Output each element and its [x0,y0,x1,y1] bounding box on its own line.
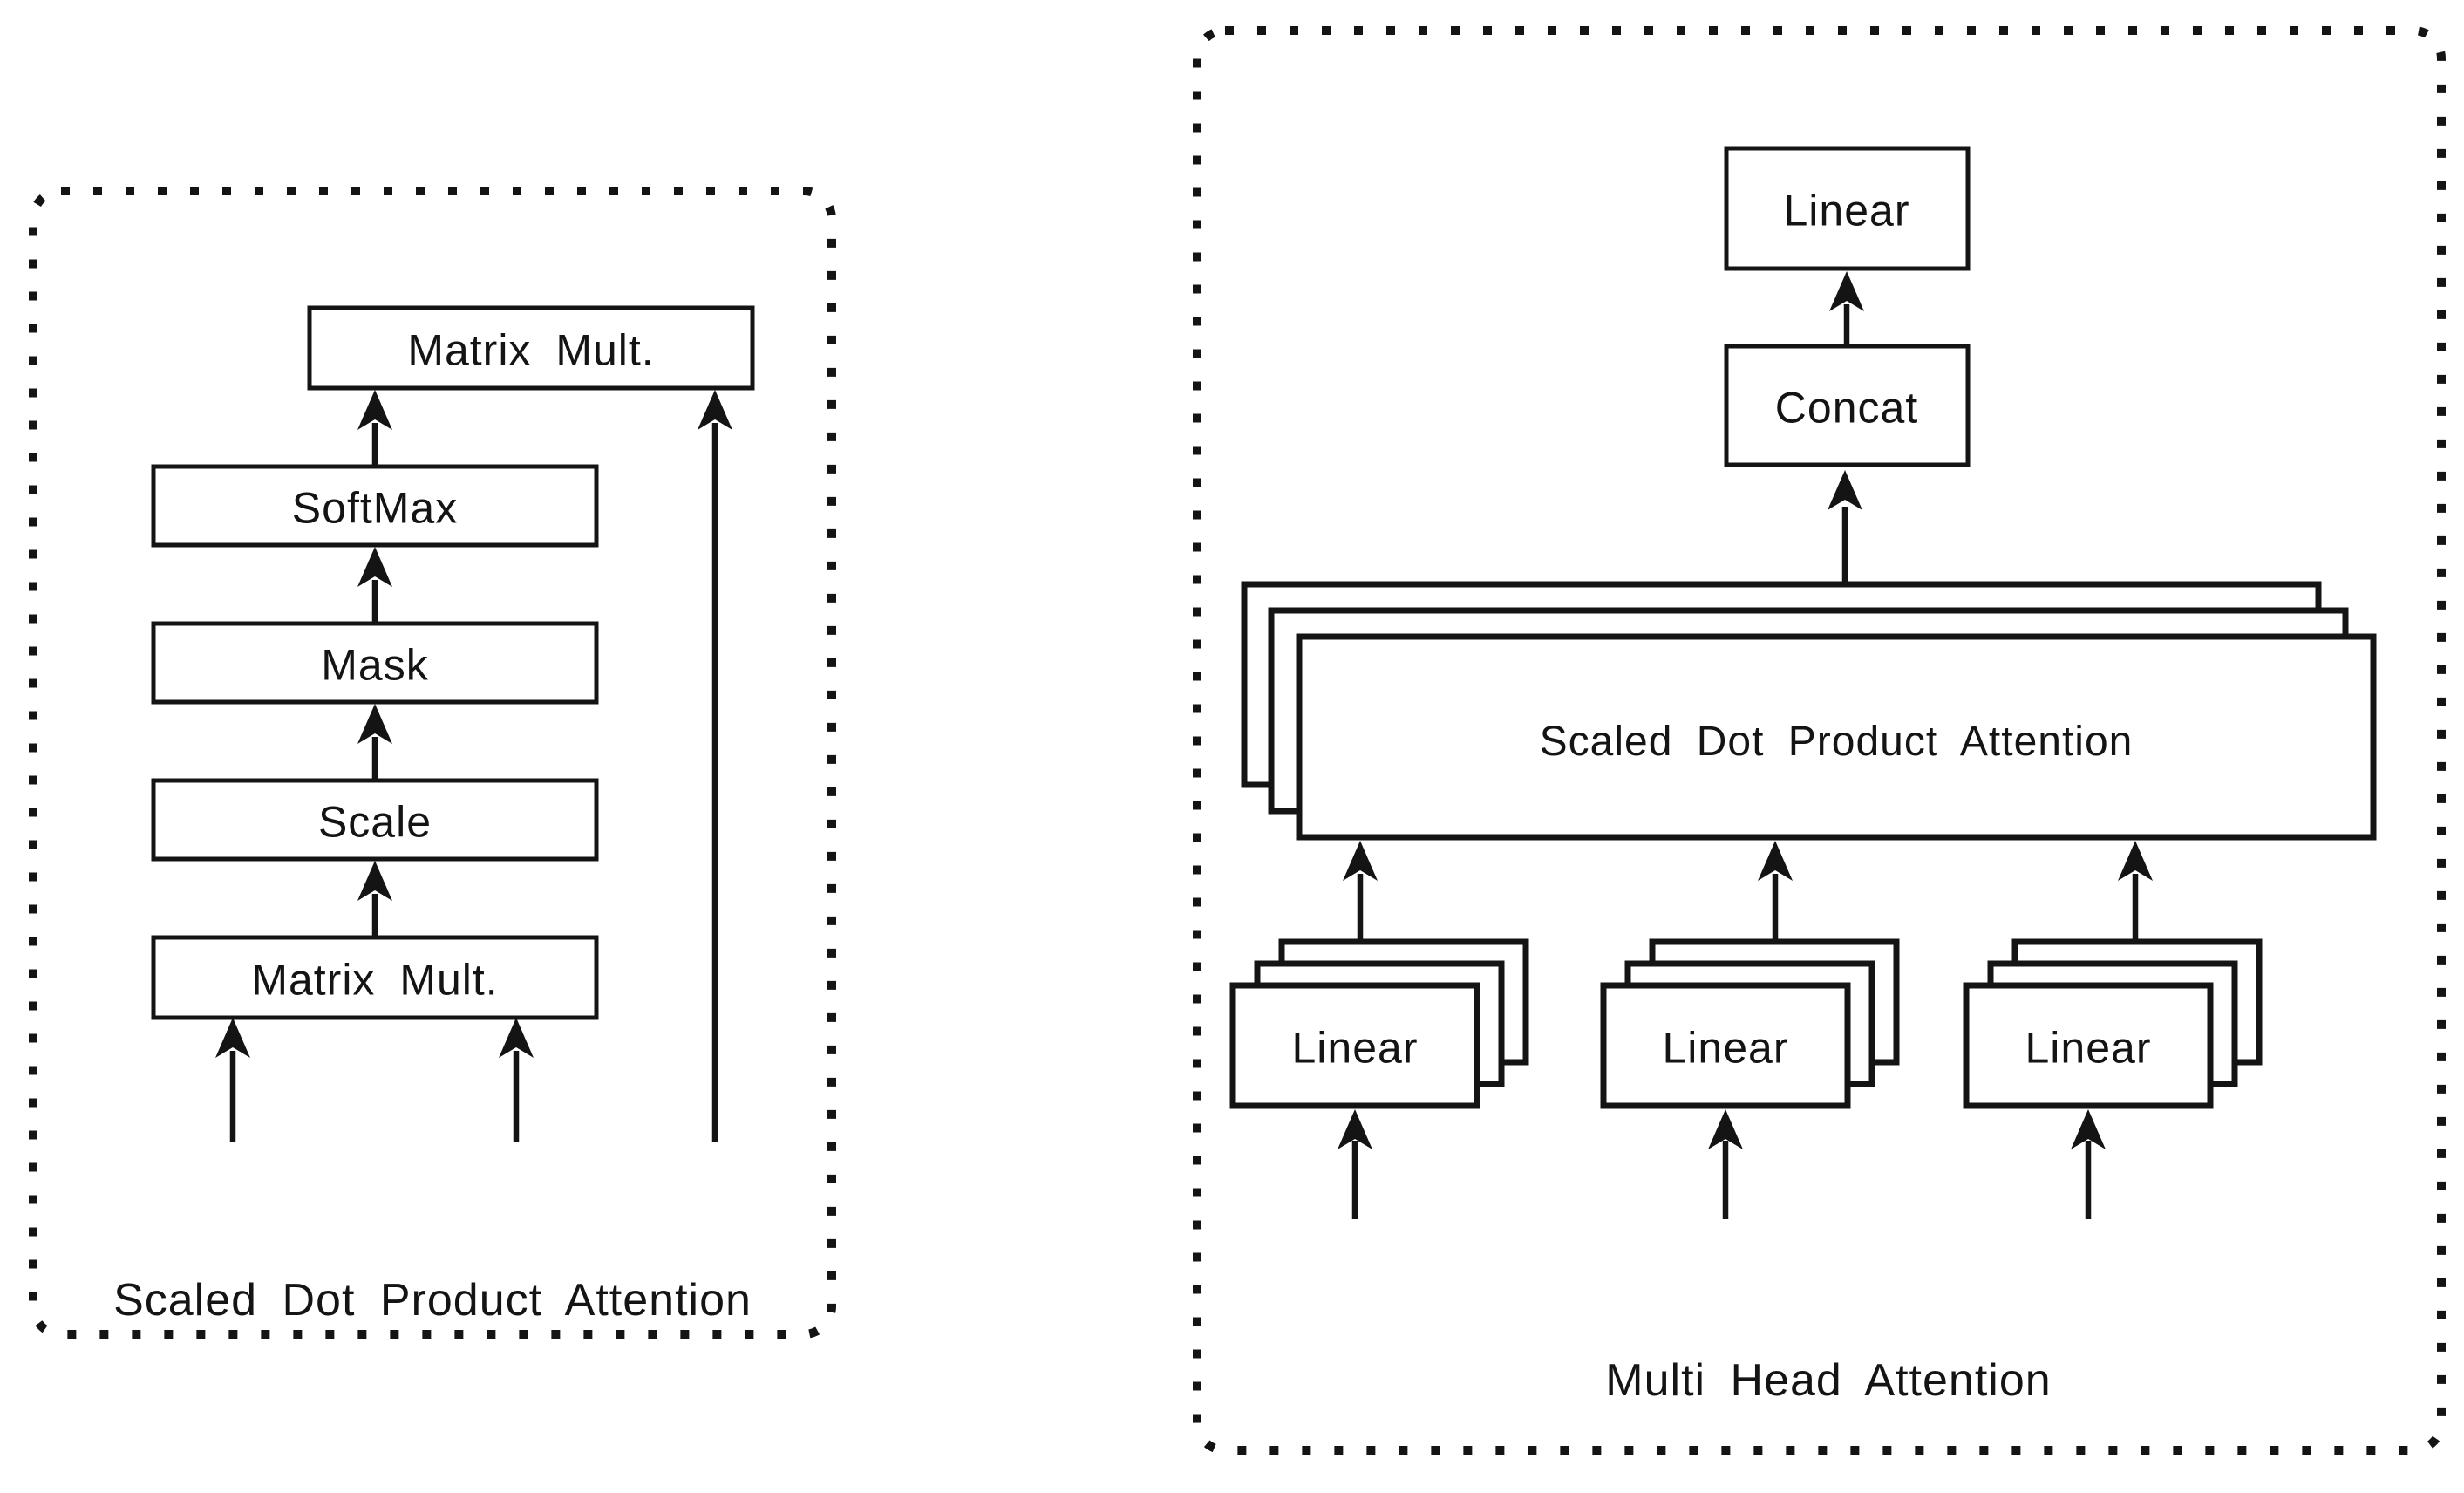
arrowhead-input-k [499,1018,534,1058]
arrowhead-input-v [698,390,732,430]
softmax-label: SoftMax [292,484,458,533]
arrowhead-mask-to-softmax [357,547,392,587]
arrowhead-sdpa-to-concat [1828,470,1862,510]
linear-right-box-front [1963,982,2214,1109]
linear-output-label: Linear [1784,187,1910,235]
arrowhead-input-v-stack [1338,1109,1372,1149]
sdpa-stack-label: Scaled Dot Product Attention [1540,719,2134,765]
linear-middle-box-front [1600,982,1851,1109]
concat-box [1724,344,1971,467]
mha-panel-caption: Multi Head Attention [1605,1355,2051,1406]
matmul-bottom-box [151,935,599,1020]
arrowhead-linear-left-to-sdpa [1343,841,1378,881]
linear-right-label: Linear [2025,1024,2152,1073]
matmul-top-box [307,305,755,391]
arrowhead-scale-to-mask [357,704,392,744]
linear-output-box [1724,146,1971,271]
matmul-bottom-label: Matrix Mult. [251,956,498,1005]
linear-left-label: Linear [1292,1024,1419,1073]
arrowhead-input-q [215,1018,250,1058]
sdpa-stack-box-front [1296,633,2377,841]
arrowhead-linear-middle-to-sdpa [1758,841,1793,881]
matmul-top-label: Matrix Mult. [407,326,654,375]
linear-middle-label: Linear [1663,1024,1789,1073]
mha-panel-dotted-border [1193,26,2446,1455]
linear-stack-middle: Linear [1600,938,1900,1109]
scaled-dot-product-attention-panel: Matrix Mult. SoftMax Mask Scale Matrix M… [29,187,836,1339]
linear-left-box-front [1229,982,1480,1109]
sdpa-panel-dotted-border [29,187,836,1339]
arrowhead-input-q-stack [2071,1109,2106,1149]
multi-head-attention-panel: Linear Concat Scaled Dot Product Attenti… [1193,26,2446,1455]
mask-box [151,621,599,705]
scale-box [151,778,599,862]
arrowhead-matmul-to-scale [357,861,392,901]
sdpa-stack: Scaled Dot Product Attention [1241,581,2377,841]
arrowhead-concat-to-linear [1829,271,1864,311]
arrowhead-softmax-to-matmul [357,390,392,430]
sdpa-panel-caption: Scaled Dot Product Attention [113,1275,752,1326]
mask-label: Mask [321,641,428,690]
linear-stack-left: Linear [1229,938,1529,1109]
arrowhead-input-k-stack [1708,1109,1743,1149]
linear-stack-right: Linear [1963,938,2263,1109]
concat-label: Concat [1775,384,1918,433]
scale-label: Scale [318,798,432,847]
arrowhead-linear-right-to-sdpa [2118,841,2153,881]
softmax-box [151,464,599,548]
